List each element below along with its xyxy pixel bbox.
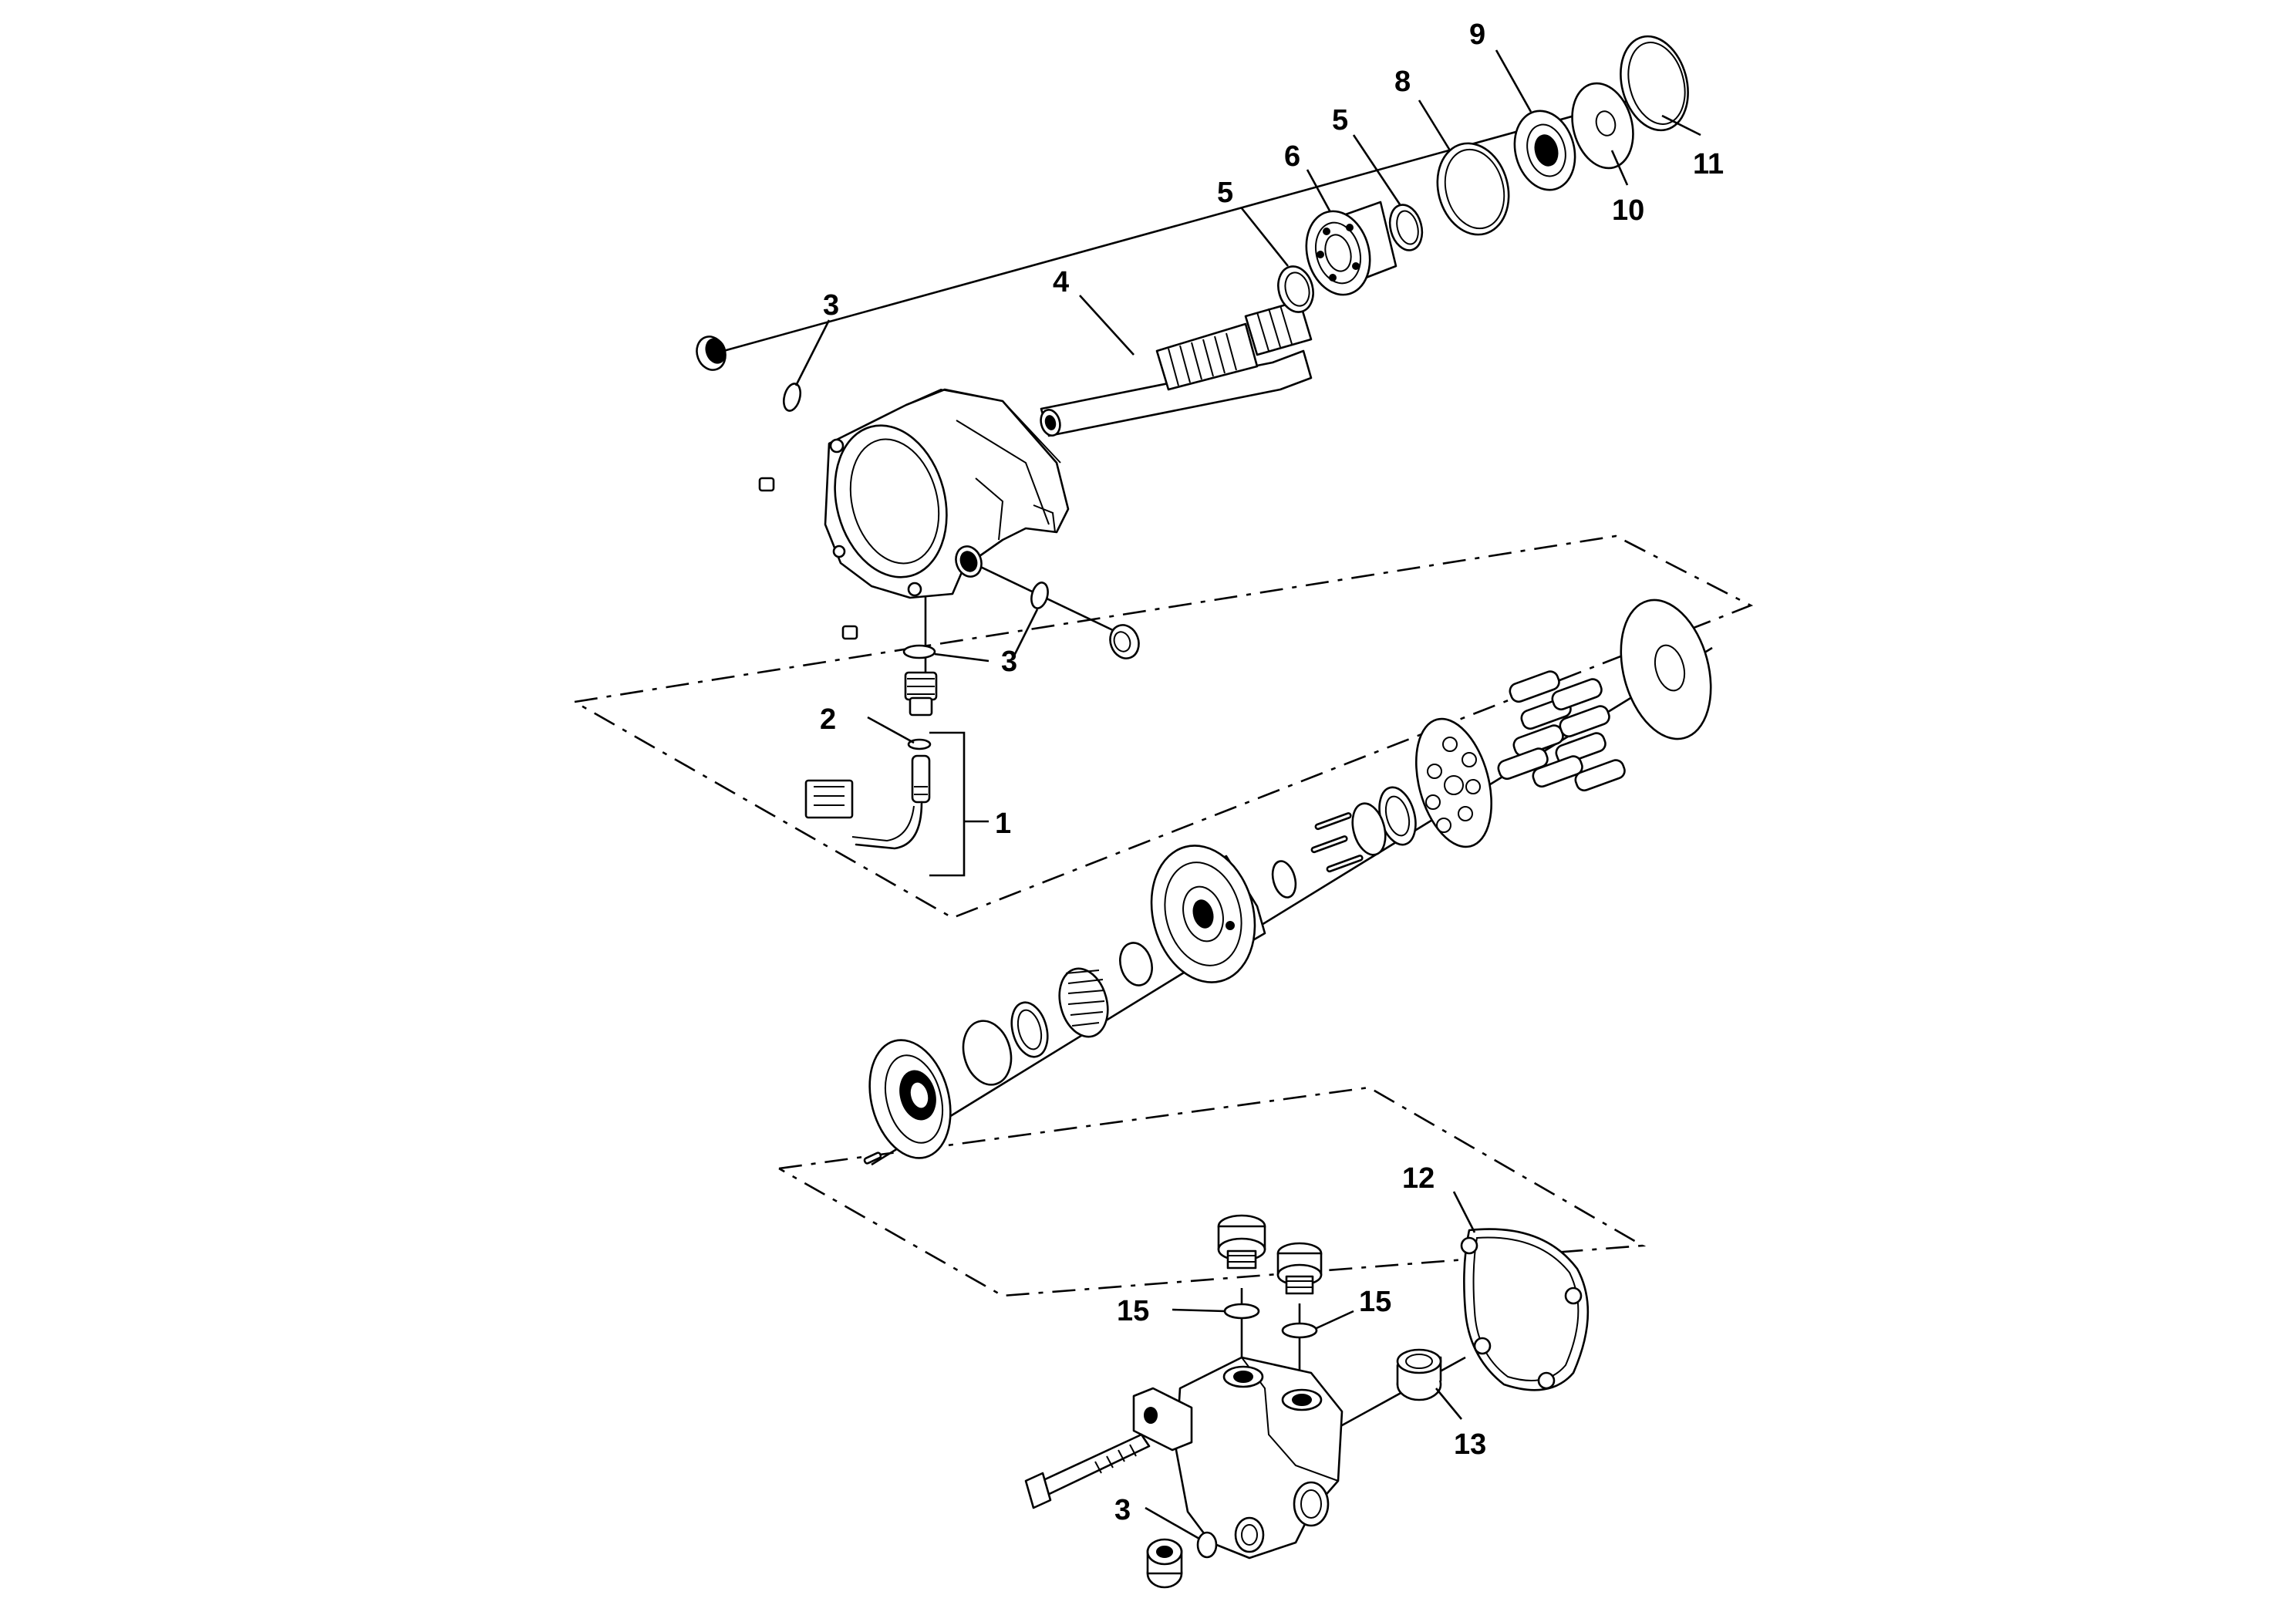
cylinder-barrel-ring [1271,860,1297,899]
port-plug-lower-right [1109,624,1140,659]
snap-ring-5-second [1388,204,1424,251]
callout-5-second: 5 [1332,104,1348,137]
valve-plate [868,1039,952,1159]
dowel-pin-lower [841,625,858,640]
cylinder-block [1150,845,1266,983]
speed-sensor [804,754,931,850]
leader-15-left [1172,1308,1226,1313]
ring-spacer [1351,802,1387,856]
callout-5-first: 5 [1217,177,1233,209]
port-plug-upper-left [696,336,727,371]
leader-8 [1418,99,1451,151]
shaft-axis-line [709,91,1659,356]
lower-section-boundary [778,1086,1647,1297]
retainer-ring-large [1010,1001,1049,1058]
callout-11: 11 [1693,148,1724,180]
leader-1 [929,731,989,877]
drive-shaft [1040,299,1313,437]
callout-15-left: 15 [1117,1295,1149,1327]
thrust-washer-10 [1571,82,1634,170]
cover-plug-right [1276,1242,1323,1295]
callout-3-upper: 3 [823,289,839,322]
leader-3-upper [794,319,831,386]
callout-3-middle: 3 [1001,646,1017,678]
cover-plug-left [1217,1214,1266,1270]
gasket-12 [1460,1228,1590,1391]
end-cover [1175,1356,1344,1560]
mounting-bolt [1024,1433,1151,1509]
o-ring-3-upper [782,383,802,412]
snap-ring-5-first [1277,265,1314,313]
port-plug-cover [1146,1538,1183,1589]
callout-8: 8 [1394,66,1411,98]
leader-6 [1306,169,1332,213]
housing-port-fitting [955,545,983,578]
callout-9: 9 [1469,19,1485,51]
mounting-bracket [1132,1387,1193,1452]
leader-2 [867,716,915,744]
callout-6: 6 [1284,140,1300,173]
callout-4: 4 [1053,266,1069,298]
leader-10 [1610,150,1629,186]
piston-set [1497,670,1626,792]
o-ring-3-cover [1196,1531,1218,1559]
callout-3-cover: 3 [1114,1494,1131,1526]
leader-3-right [1013,609,1039,656]
retaining-ring-8 [1436,142,1510,236]
callout-2: 2 [820,703,836,736]
leader-3-lower [934,653,990,663]
o-ring-3-right [1030,582,1049,609]
callout-12: 12 [1402,1162,1435,1195]
retainer-plate [1414,717,1493,848]
leader-9 [1495,49,1532,113]
speed-sensor-fitting [904,671,938,717]
callout-10: 10 [1612,194,1644,227]
leader-11 [1661,114,1701,137]
leader-5-first [1240,207,1290,267]
compression-spring [1058,967,1109,1038]
o-ring-15-right [1281,1322,1318,1339]
leader-5-second [1352,134,1401,205]
o-ring-3-lower [902,644,936,659]
leader-15-right [1316,1310,1354,1330]
retaining-ring-11 [1620,35,1689,132]
motor-housing [824,388,1070,599]
upper-section-boundary [574,534,1754,919]
swash-thrust-plate [1620,599,1712,740]
leader-3-cover [1145,1506,1200,1540]
callout-15-right: 15 [1359,1286,1391,1318]
o-ring-large [962,1020,1013,1086]
shaft-bearing [1305,201,1397,296]
bearing-bushing-13 [1396,1348,1442,1401]
shaft-seal-9 [1513,110,1576,191]
leader-4 [1079,295,1135,356]
callout-1: 1 [995,808,1011,840]
dowel-pin-upper [758,477,775,492]
washer-ring-inner [1119,942,1153,986]
leader-12 [1452,1191,1476,1233]
valve-plate-pin [863,1152,882,1165]
callout-13: 13 [1454,1428,1486,1461]
leader-13 [1435,1388,1463,1420]
o-ring-15-left [1223,1303,1260,1320]
guide-pins [1310,812,1364,873]
